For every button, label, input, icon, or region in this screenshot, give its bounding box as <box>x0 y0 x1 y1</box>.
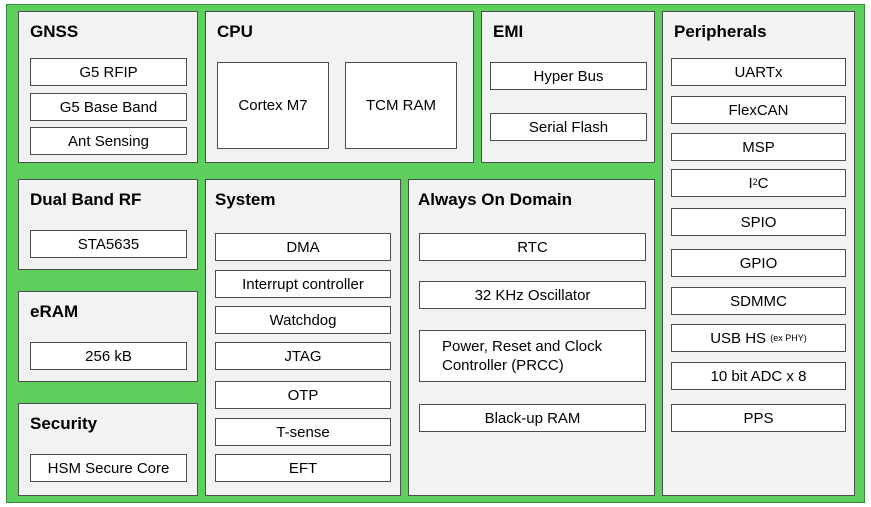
usb-hs-label: USB HS <box>710 329 767 347</box>
emi-item-serial-flash: Serial Flash <box>490 113 647 141</box>
i2c-label-c: C <box>757 174 769 192</box>
system-block: System DMA Interrupt controller Watchdog… <box>205 179 401 496</box>
system-item-interrupt-controller: Interrupt controller <box>215 270 391 298</box>
peripherals-title: Peripherals <box>674 22 767 41</box>
security-block: Security HSM Secure Core <box>18 403 198 496</box>
always-on-item-prcc: Power, Reset and Clock Controller (PRCC) <box>419 330 646 382</box>
eram-title: eRAM <box>30 302 79 321</box>
peripheral-item-flexcan: FlexCAN <box>671 96 846 124</box>
cpu-title: CPU <box>217 22 253 41</box>
emi-item-hyper-bus: Hyper Bus <box>490 62 647 90</box>
system-title: System <box>215 190 276 209</box>
always-on-item-rtc: RTC <box>419 233 646 261</box>
always-on-item-32khz-oscillator: 32 KHz Oscillator <box>419 281 646 309</box>
i2c-label-i: I <box>748 174 753 192</box>
peripheral-item-pps: PPS <box>671 404 846 432</box>
i2c-label-sup: 2 <box>752 176 758 187</box>
system-item-dma: DMA <box>215 233 391 261</box>
peripheral-item-usb-hs: USB HS (ex PHY) <box>671 324 846 352</box>
usb-hs-note: (ex PHY) <box>770 333 807 343</box>
emi-block: EMI Hyper Bus Serial Flash <box>481 11 655 163</box>
eram-block: eRAM 256 kB <box>18 291 198 382</box>
cpu-block: CPU Cortex M7 TCM RAM <box>205 11 474 163</box>
system-item-watchdog: Watchdog <box>215 306 391 334</box>
gnss-item-ant-sensing: Ant Sensing <box>30 127 187 155</box>
cpu-item-tcm-ram: TCM RAM <box>345 62 457 149</box>
peripheral-item-adc: 10 bit ADC x 8 <box>671 362 846 390</box>
security-title: Security <box>30 414 98 433</box>
peripheral-item-uartx: UARTx <box>671 58 846 86</box>
peripheral-item-spio: SPIO <box>671 208 846 236</box>
dual-band-rf-block: Dual Band RF STA5635 <box>18 179 198 270</box>
dual-band-rf-item-sta5635: STA5635 <box>30 230 187 258</box>
system-item-t-sense: T-sense <box>215 418 391 446</box>
peripheral-item-gpio: GPIO <box>671 249 846 277</box>
system-item-jtag: JTAG <box>215 342 391 370</box>
always-on-domain-title: Always On Domain <box>418 190 572 209</box>
peripheral-item-msp: MSP <box>671 133 846 161</box>
system-item-eft: EFT <box>215 454 391 482</box>
peripheral-item-sdmmc: SDMMC <box>671 287 846 315</box>
cpu-item-cortex-m7: Cortex M7 <box>217 62 329 149</box>
security-item-hsm-secure-core: HSM Secure Core <box>30 454 187 482</box>
always-on-item-black-up-ram: Black-up RAM <box>419 404 646 432</box>
system-item-otp: OTP <box>215 381 391 409</box>
eram-item-256kb: 256 kB <box>30 342 187 370</box>
emi-title: EMI <box>493 22 524 41</box>
gnss-block: GNSS G5 RFIP G5 Base Band Ant Sensing <box>18 11 198 163</box>
dual-band-rf-title: Dual Band RF <box>30 190 142 209</box>
gnss-item-g5-base-band: G5 Base Band <box>30 93 187 121</box>
always-on-domain-block: Always On Domain RTC 32 KHz Oscillator P… <box>408 179 655 496</box>
gnss-title: GNSS <box>30 22 79 41</box>
gnss-item-g5-rfip: G5 RFIP <box>30 58 187 86</box>
